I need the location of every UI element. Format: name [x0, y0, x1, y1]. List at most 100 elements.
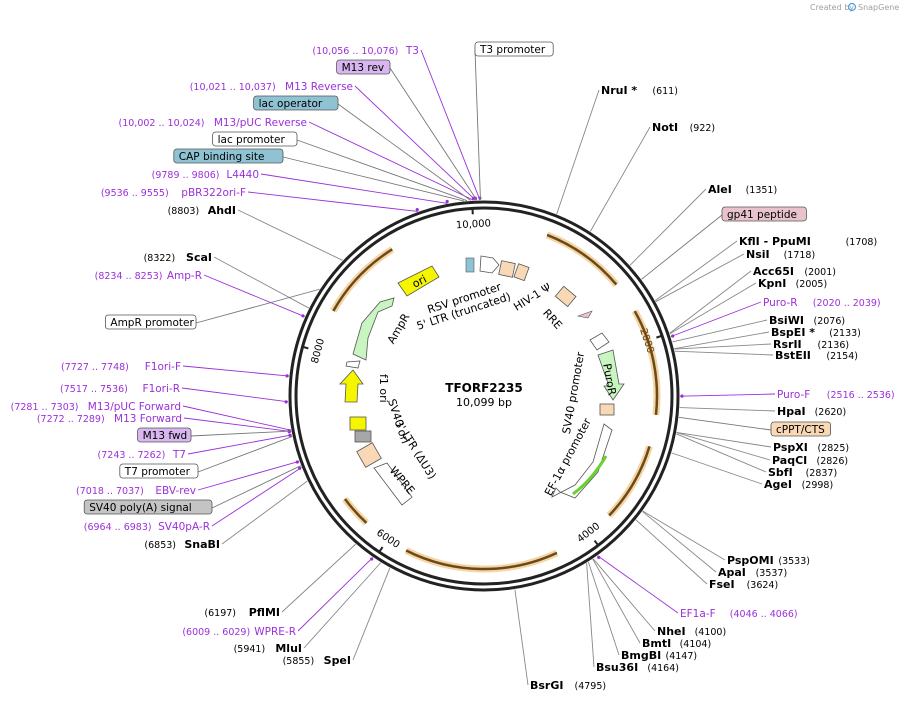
- feature-box-t7-promoter: [119, 463, 199, 479]
- leader-line: [674, 350, 774, 356]
- enzyme-spei-pos: (5855): [283, 656, 315, 667]
- leader-line: [635, 519, 708, 585]
- enzyme-nrui-pos: (611): [652, 86, 678, 97]
- feature-box-t3-promoter: [474, 41, 554, 57]
- primer-m13-reverse-pos: (10,021 .. 10,037): [190, 82, 276, 93]
- feature-gp41-peptide-label: gp41 peptide: [727, 209, 797, 221]
- enzyme-scai-name: ScaI: [186, 251, 212, 264]
- enzyme-pspomi-name: PspOMI: [727, 554, 774, 567]
- primer-m13-forward-pos: (7272 .. 7289): [37, 414, 105, 425]
- enzyme-fsei-pos: (3624): [747, 580, 779, 591]
- primer-m13-puc-forward-name: M13/pUC Forward: [88, 401, 181, 413]
- primer-site-mark: [415, 208, 419, 212]
- feature-sv40pa-block: [354, 430, 372, 443]
- feature-t3-promoter-label: T3 promoter: [479, 44, 546, 56]
- enzyme-snabi-name: SnaBI: [184, 538, 220, 551]
- enzyme-agei-pos: (2998): [802, 480, 834, 491]
- snapgene-credit: Created by SnapGene: [810, 2, 899, 12]
- feature-ampr-arrow: [352, 297, 395, 361]
- leader-line: [671, 452, 763, 485]
- primer-pbr322ori-f-pos: (9536 .. 9555): [101, 188, 169, 199]
- leader-line: [641, 214, 723, 280]
- feature-cppt-block: [599, 403, 615, 416]
- leader-line: [260, 173, 448, 204]
- feature-m13-fwd-label: M13 fwd: [143, 430, 188, 442]
- enzyme-bmgbi-pos: (4147): [666, 651, 698, 662]
- leader-line: [297, 557, 374, 632]
- enzyme-pspxi-pos: (2825): [818, 443, 850, 454]
- feature-box-lac-promoter: [212, 131, 298, 147]
- leader-line: [674, 343, 772, 350]
- feature-box-ampr-promoter: [105, 314, 197, 330]
- leader-line: [655, 253, 745, 303]
- leader-line: [221, 480, 308, 545]
- primer-ebv-rev-pos: (7018 .. 7037): [76, 486, 144, 497]
- leader-line: [182, 365, 290, 377]
- orf-arc: [546, 233, 618, 286]
- enzyme-acc65i-pos: (2001): [804, 267, 836, 278]
- primer-f1ori-r-name: F1ori-R: [143, 383, 180, 395]
- primer-f1ori-f-name: F1ori-F: [145, 361, 181, 373]
- feature-sv40-promoter-arrow: [589, 332, 610, 351]
- leader-line: [654, 240, 738, 301]
- leader-line: [282, 156, 465, 202]
- feature-lac-promoter-label: lac promoter: [218, 134, 286, 146]
- feature-5ltr-block: [498, 260, 516, 278]
- enzyme-spei-name: SpeI: [324, 654, 351, 667]
- feature-box-cppt-cts: [770, 421, 831, 437]
- feature-puror-label: PuroR: [600, 363, 618, 397]
- leader-line: [556, 89, 600, 215]
- enzyme-kpni-name: KpnI: [758, 277, 786, 290]
- enzyme-acc65i-name: Acc65I: [753, 265, 794, 278]
- feature-ampr-label: AmpR: [385, 311, 413, 346]
- orf-arc: [633, 310, 659, 415]
- orf-arc: [405, 549, 558, 571]
- enzyme-mlui-pos: (5941): [234, 644, 266, 655]
- feature-sv40ori-block: [349, 416, 367, 431]
- label-leader-lines: [181, 49, 776, 686]
- enzyme-bmgbi-name: BmgBI: [621, 649, 661, 662]
- enzyme-kfli-ppumi-pos: (1708): [846, 237, 878, 248]
- primer-t7-pos: (7243 .. 7262): [98, 450, 166, 461]
- primer-l4440-name: L4440: [226, 169, 259, 181]
- leader-line: [197, 460, 300, 491]
- feature-box-cap-binding-site: [173, 148, 284, 164]
- enzyme-mlui-name: MluI: [275, 642, 302, 655]
- leader-line: [514, 589, 529, 686]
- feature-ori-label: ori: [410, 273, 429, 291]
- leader-line: [474, 49, 481, 201]
- primer-site-mark: [597, 555, 601, 559]
- enzyme-alei-pos: (1351): [746, 185, 778, 196]
- leader-line: [389, 67, 478, 201]
- tick-label: 8000: [310, 337, 327, 364]
- leader-line: [629, 188, 707, 266]
- leader-line: [642, 511, 717, 573]
- leader-line: [676, 432, 771, 461]
- enzyme-ahdi-pos: (8803): [168, 206, 200, 217]
- leader-line: [672, 319, 768, 343]
- inner-features: ori RSV promoter 5' LTR (truncated) HIV-…: [339, 255, 625, 506]
- credit-prefix: Created by: [810, 3, 854, 12]
- feature-t7-promoter-label: T7 promoter: [124, 466, 191, 478]
- feature-box-gp41-peptide: [721, 206, 807, 222]
- primer-amp-r-name: Amp-R: [167, 270, 202, 282]
- leader-line: [420, 49, 481, 201]
- enzyme-pflmi-name: PflMI: [249, 606, 280, 619]
- enzyme-bsu36i-name: Bsu36I: [596, 661, 638, 674]
- leader-line: [181, 387, 289, 403]
- orf-arc: [608, 446, 651, 517]
- primer-wpre-r-name: WPRE-R: [254, 626, 296, 638]
- primer-puro-f-pos: (2516 .. 2536): [827, 390, 895, 401]
- enzyme-nhei-pos: (4100): [695, 627, 727, 638]
- primer-site-mark: [471, 196, 476, 200]
- primer-m13-puc-reverse-pos: (10,002 .. 10,024): [119, 118, 205, 129]
- feature-ampr-promoter-label: AmpR promoter: [110, 317, 194, 329]
- feature-rsv-arrow: [479, 255, 500, 274]
- primer-ef1a-f-pos: (4046 .. 4066): [730, 609, 798, 620]
- leader-line: [678, 416, 772, 431]
- primer-m13-puc-reverse-name: M13/pUC Reverse: [214, 117, 307, 129]
- enzyme-bsteii-pos: (2154): [826, 351, 858, 362]
- leader-line: [296, 139, 468, 202]
- orf-arc-glow: [545, 231, 620, 287]
- leader-line: [674, 331, 770, 350]
